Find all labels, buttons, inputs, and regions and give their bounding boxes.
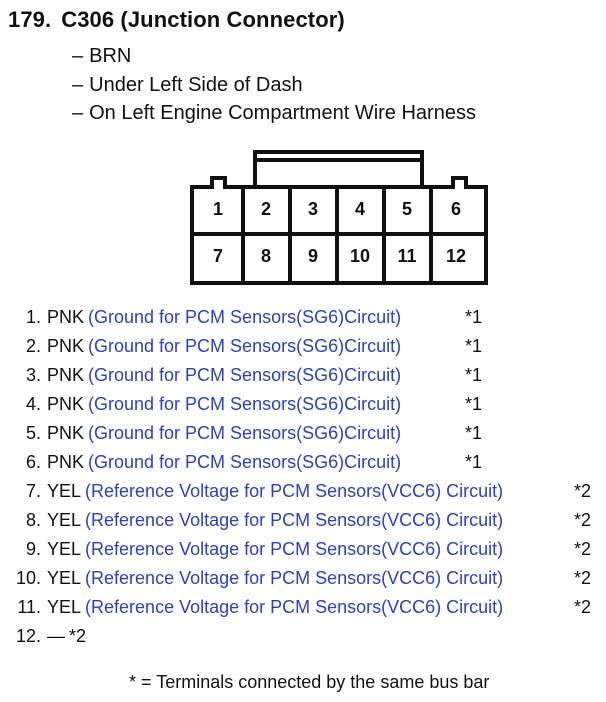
terminal-list: 1.PNK(Ground for PCM Sensors(SG6)Circuit… (0, 303, 606, 651)
wire-color: PNK (47, 365, 85, 385)
bus-bar-note: *1 (465, 452, 483, 472)
bus-bar-note: *1 (465, 365, 483, 385)
connector-lock-tab (253, 150, 424, 185)
terminal-label: 5 (402, 199, 412, 219)
terminal-row: 7. YEL(Reference Voltage for PCM Sensors(… (0, 477, 606, 506)
wire-color: PNK (47, 423, 85, 443)
terminal-label: 4 (355, 199, 365, 219)
terminal-number: 9. (25, 539, 41, 559)
circuit-description: (Reference Voltage for PCM Sensors(VCC6)… (85, 539, 504, 559)
wire-color: YEL (47, 597, 82, 617)
bus-bar-note: *2 (69, 626, 87, 646)
terminal-number: 11. (17, 597, 41, 617)
terminal-number: 6. (25, 452, 41, 472)
terminal-number: 7. (25, 481, 41, 501)
circuit-description: (Reference Voltage for PCM Sensors(VCC6)… (85, 481, 504, 501)
terminal-label: 9 (308, 246, 318, 266)
detail-location-dash: –Under Left Side of Dash (72, 71, 476, 100)
terminal-row: 6. PNK(Ground for PCM Sensors(SG6)Circuit… (0, 448, 606, 477)
terminal-label: 12 (446, 246, 466, 266)
section-number: 179. (8, 7, 52, 32)
terminal-row: 11. YEL(Reference Voltage for PCM Sensors… (0, 593, 606, 622)
terminal-number: 4. (25, 394, 41, 414)
terminal-row: 2. PNK(Ground for PCM Sensors(SG6)Circuit… (0, 332, 606, 361)
bus-bar-note: *1 (465, 336, 483, 356)
bus-bar-note: *2 (574, 539, 592, 559)
footnote: * = Terminals connected by the same bus … (129, 672, 490, 692)
connector-details: –BRN –Under Left Side of Dash –On Left E… (72, 42, 476, 128)
circuit-description: (Ground for PCM Sensors(SG6)Circuit) (88, 336, 402, 356)
detail-color: –BRN (72, 42, 476, 71)
detail-dash: – (72, 73, 84, 96)
circuit-description: (Ground for PCM Sensors(SG6)Circuit) (88, 423, 402, 443)
wire-color: YEL (47, 568, 82, 588)
terminal-label: 3 (308, 199, 318, 219)
circuit-description: (Reference Voltage for PCM Sensors(VCC6)… (85, 568, 504, 588)
detail-dash: – (72, 102, 84, 124)
terminal-label: 8 (261, 246, 271, 266)
terminal-label: 7 (213, 246, 223, 266)
terminal-row: 1. PNK(Ground for PCM Sensors(SG6)Circuit… (0, 303, 606, 332)
terminal-label: 10 (350, 246, 370, 266)
terminal-number: 2. (25, 336, 41, 356)
terminal-label: 2 (261, 199, 271, 219)
terminal-row: 9. YEL(Reference Voltage for PCM Sensors(… (0, 535, 606, 564)
terminal-number: 10. (15, 568, 41, 588)
circuit-description: (Ground for PCM Sensors(SG6)Circuit) (88, 452, 402, 472)
connector-housing (190, 176, 488, 285)
wire-color: PNK (47, 394, 85, 414)
terminal-number: 8. (25, 510, 41, 530)
detail-dash: – (72, 45, 84, 67)
wire-color: — (47, 626, 65, 646)
detail-text: Under Left Side of Dash (89, 73, 303, 96)
terminal-row: 5. PNK(Ground for PCM Sensors(SG6)Circuit… (0, 419, 606, 448)
terminal-label: 6 (451, 199, 461, 219)
circuit-description: (Ground for PCM Sensors(SG6)Circuit) (88, 307, 402, 327)
detail-location-harness: –On Left Engine Compartment Wire Harness (72, 99, 476, 128)
page-title: 179. C306 (Junction Connector) (8, 7, 345, 33)
terminal-row: 4. PNK(Ground for PCM Sensors(SG6)Circuit… (0, 390, 606, 419)
circuit-description: (Reference Voltage for PCM Sensors(VCC6)… (85, 597, 504, 617)
bus-bar-note: *1 (465, 307, 483, 327)
circuit-description: (Ground for PCM Sensors(SG6)Circuit) (88, 365, 402, 385)
terminal-row: 10. YEL(Reference Voltage for PCM Sensors… (0, 564, 606, 593)
detail-text: BRN (89, 45, 132, 67)
terminal-row: 8. YEL(Reference Voltage for PCM Sensors(… (0, 506, 606, 535)
wire-color: YEL (47, 510, 82, 530)
terminal-label: 1 (213, 199, 223, 219)
terminal-number: 3. (25, 365, 41, 385)
bus-bar-note: *1 (465, 394, 483, 414)
wire-color: YEL (47, 481, 82, 501)
wire-color: PNK (47, 452, 85, 472)
terminal-number: 1. (25, 307, 41, 327)
connector-column-dividers (241, 187, 433, 283)
circuit-description: (Ground for PCM Sensors(SG6)Circuit) (88, 394, 402, 414)
bus-bar-note: *2 (574, 481, 592, 501)
wire-color: YEL (47, 539, 82, 559)
detail-text: On Left Engine Compartment Wire Harness (89, 102, 476, 124)
terminal-number: 12. (15, 626, 41, 646)
bus-bar-note: *2 (574, 568, 592, 588)
bus-bar-note: *1 (465, 423, 483, 443)
bus-bar-note: *2 (574, 510, 592, 530)
circuit-description: (Reference Voltage for PCM Sensors(VCC6)… (85, 510, 504, 530)
connector-diagram: 1 2 3 4 5 6 7 8 9 10 11 12 (190, 150, 488, 285)
connector-title: C306 (Junction Connector) (61, 7, 345, 32)
terminal-number: 5. (25, 423, 41, 443)
terminal-row: 3. PNK(Ground for PCM Sensors(SG6)Circuit… (0, 361, 606, 390)
wire-color: PNK (47, 336, 85, 356)
wire-color: PNK (47, 307, 85, 327)
terminal-row: 12. —*2 (0, 622, 606, 651)
bus-bar-note: *2 (574, 597, 592, 617)
terminal-label: 11 (397, 246, 416, 266)
